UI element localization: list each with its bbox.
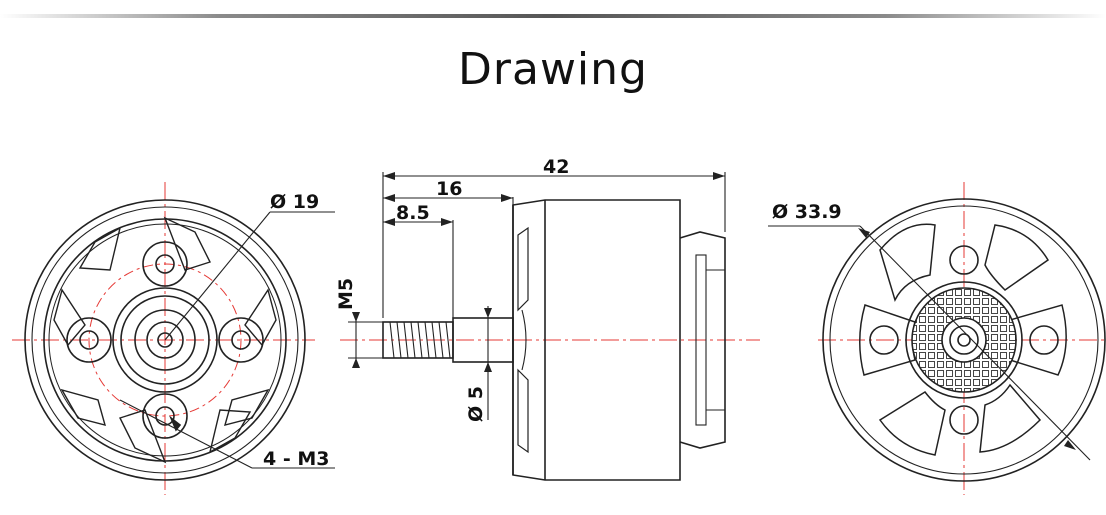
page-title: Drawing: [458, 44, 648, 95]
rear-view: [768, 182, 1106, 495]
dim-thread: M5: [335, 278, 357, 310]
dimension-arrows: [352, 172, 725, 372]
front-centerlines: [12, 182, 315, 495]
motor-base: [679, 231, 726, 449]
top-divider: [0, 14, 1106, 18]
dim-overall-length: 42: [543, 156, 569, 178]
front-hub: [112, 287, 218, 393]
rear-mount-holes: [869, 245, 1059, 435]
dim-front-diameter: Ø 19: [270, 191, 319, 213]
front-view: [12, 182, 335, 495]
dim-length-8-5: 8.5: [396, 202, 430, 224]
dim-rear-diameter: Ø 33.9: [772, 201, 842, 223]
dim-mount-holes: 4 - M3: [263, 448, 329, 470]
front-pcd-circle: [88, 263, 242, 417]
front-mount-holes: [66, 241, 264, 439]
motor-bell: [512, 199, 681, 481]
dim-shaft-diameter: Ø 5: [465, 386, 487, 422]
dim-length-16: 16: [436, 178, 462, 200]
side-view: [340, 172, 760, 481]
